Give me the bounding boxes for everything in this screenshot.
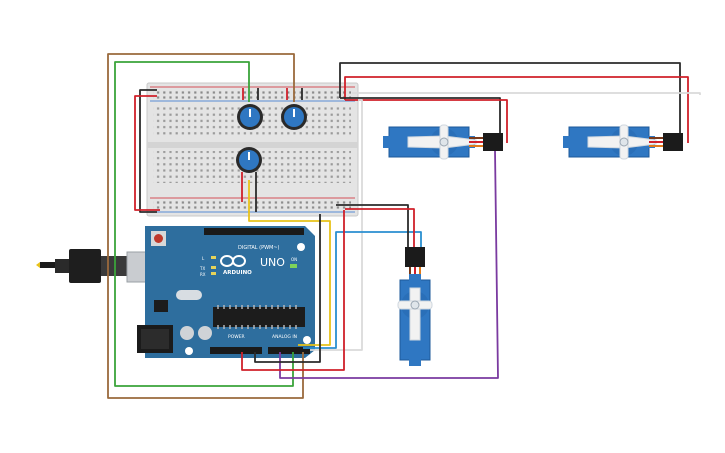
wire-red-left xyxy=(134,95,160,211)
wires xyxy=(107,53,701,399)
wire-red-servo1 xyxy=(345,99,508,143)
arduino-uno-board: ARDUINO UNO DIGITAL (PWM~) POWER ANALOG … xyxy=(36,226,315,358)
wire-white xyxy=(352,92,701,95)
usb-cable xyxy=(36,249,127,283)
potentiometer-1[interactable] xyxy=(237,104,263,130)
led-tx-label: TX xyxy=(199,266,205,271)
analog-in-label: ANALOG IN xyxy=(272,334,297,340)
power-label: POWER xyxy=(228,334,245,340)
wire-red-bottom xyxy=(241,210,345,371)
wire-brown xyxy=(107,53,304,399)
led-rx-label: RX xyxy=(200,272,206,277)
wire-black-left xyxy=(139,89,157,213)
wire-green xyxy=(114,61,294,387)
servo-3[interactable] xyxy=(397,247,433,366)
wire-blue xyxy=(303,231,422,349)
wire-black-servo3 xyxy=(336,204,409,248)
potentiometer-2[interactable] xyxy=(281,104,307,130)
wire-black-top xyxy=(339,62,681,138)
wire-purple xyxy=(279,149,499,379)
servo-2[interactable] xyxy=(563,124,683,160)
arduino-logo-icon xyxy=(220,255,246,267)
wire-black-servo1 xyxy=(340,97,501,138)
potentiometer-3[interactable] xyxy=(236,147,262,173)
wire-white-vertical xyxy=(310,99,363,351)
on-led-label: ON xyxy=(291,257,297,262)
led-l-label: L xyxy=(202,256,205,261)
wire-red-top xyxy=(344,76,689,143)
servo-1[interactable] xyxy=(383,124,503,160)
digital-pins-label: DIGITAL (PWM~) xyxy=(238,245,280,251)
arduino-model-label: UNO xyxy=(260,256,285,269)
wire-black-bottom xyxy=(254,214,321,363)
arduino-brand-label: ARDUINO xyxy=(223,270,252,276)
wire-red-servo3 xyxy=(345,208,415,248)
